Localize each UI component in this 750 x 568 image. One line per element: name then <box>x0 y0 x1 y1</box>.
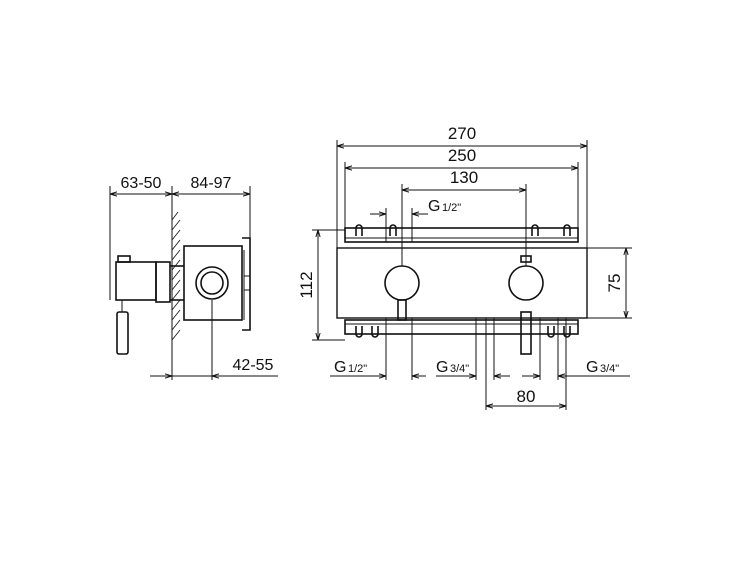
thread-bottom-right-g: G <box>586 359 598 376</box>
thread-bottom-left-frac: 1/2" <box>348 363 367 375</box>
valve-body-side <box>170 237 251 331</box>
dim-depth-rear: 84-97 <box>191 175 232 192</box>
thread-bottom-mid-g: G <box>436 359 448 376</box>
dim-wall-offset: 42-55 <box>233 357 274 374</box>
dim-height-overall: 112 <box>297 271 316 298</box>
handle-side <box>115 255 171 355</box>
dim-width-overall: 270 <box>448 124 476 143</box>
dim-width-brackets: 250 <box>448 146 476 165</box>
front-view: 270 250 130 112 75 80 G 1/2" G 1/2" G 3/… <box>297 124 632 410</box>
thread-bottom-right-frac: 3/4" <box>600 363 619 375</box>
thread-top-frac: 1/2" <box>442 202 461 214</box>
side-view: 63-50 84-97 42-55 <box>109 175 278 380</box>
bottom-bracket <box>344 319 579 338</box>
dim-height-body: 75 <box>605 274 624 293</box>
wall-section <box>171 211 181 341</box>
thread-top-g: G <box>428 198 440 215</box>
dim-outlet-spacing: 80 <box>517 387 536 406</box>
dim-depth-front: 63-50 <box>121 175 162 192</box>
valve-body-front <box>336 247 588 319</box>
top-bracket <box>344 224 579 243</box>
thread-bottom-mid-frac: 3/4" <box>450 363 469 375</box>
dim-handle-spacing: 130 <box>450 168 478 187</box>
thread-bottom-left-g: G <box>334 359 346 376</box>
